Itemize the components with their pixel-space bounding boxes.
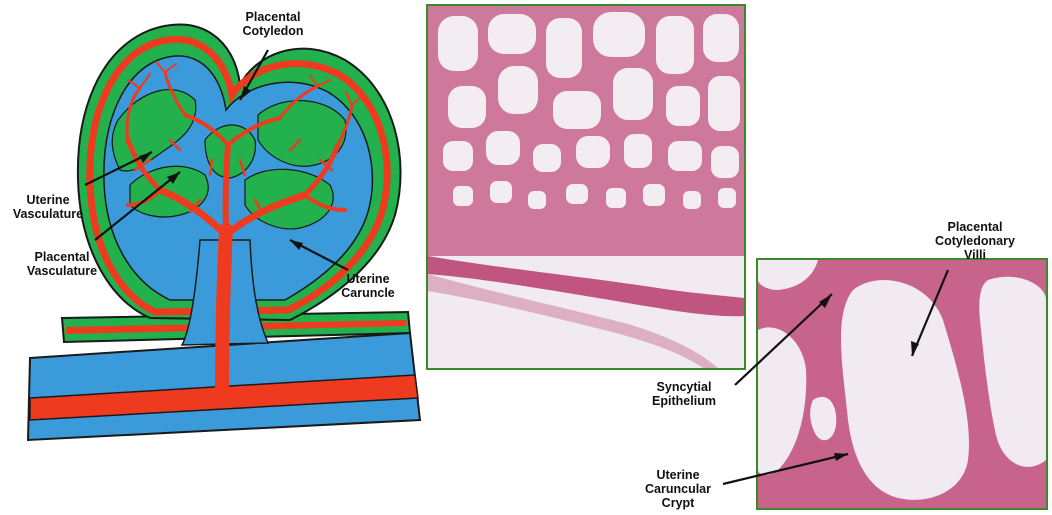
label-syncytial-epithelium: Syncytial Epithelium: [636, 380, 732, 408]
label-placental-cotyledonary-villi: Placental Cotyledonary Villi: [920, 220, 1030, 262]
label-uterine-caruncular-crypt: Uterine Caruncular Crypt: [632, 468, 724, 510]
